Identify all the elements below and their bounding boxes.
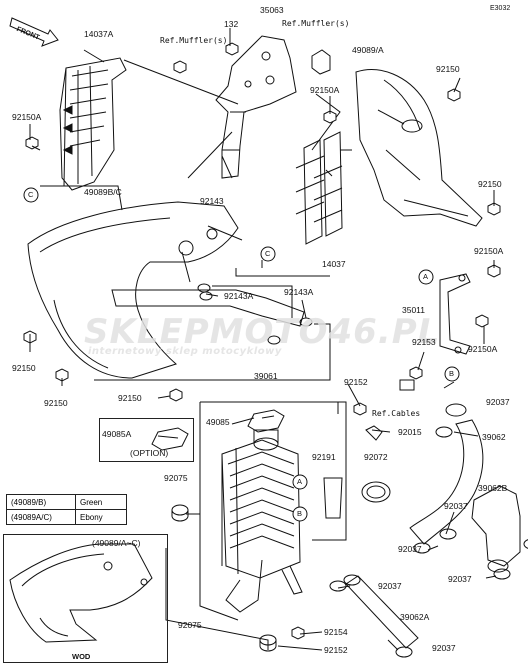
callout-a-right [418,269,434,285]
part-92152-2: 92152 [324,645,348,655]
brace-bar [111,289,305,327]
wod-shroud [9,543,153,643]
shroud-bracket-14037a [59,57,127,191]
ref-muffler-left: Ref.Muffler(s) [160,36,228,45]
part-92037-3: 92037 [398,544,422,554]
part-92150-r2: 92150 [478,179,502,189]
part-35011: 35011 [402,305,426,315]
part-92150a-r4: 92150A [468,344,498,354]
part-49089bc: 49089B/C [84,187,122,197]
callout-label-b-right: B [449,369,455,378]
part-92015: 92015 [398,427,422,437]
part-92152-1: 92152 [344,377,368,387]
part-92150a-left: 92150A [12,112,42,122]
ref-cables: Ref.Cables [372,409,421,418]
part-92143a-1: 92143A [224,291,254,301]
part-92150-r1: 92150 [436,64,460,74]
callout-c-mid [260,246,276,262]
part-92075-1: 92075 [164,473,188,483]
callout-c-left [23,187,39,203]
part-92143a-2: 92143A [284,287,314,297]
callout-b-mid [292,506,308,522]
color-legend: (49089/B) Green (49089A/C) Ebony [6,494,127,525]
part-92037-6: 92037 [432,643,456,653]
wod-note: (49089/A~C) [92,538,141,548]
legend-color: Green [75,494,127,510]
hose-39062a [343,574,419,649]
part-92037-4: 92037 [448,574,472,584]
part-132: 132 [224,19,239,29]
option-box: 49085A (OPTION) [99,418,194,462]
part-92075-2: 92075 [178,620,202,630]
part-92037-5: 92037 [378,581,402,591]
wod-label: WOD [72,652,91,661]
part-14037a: 14037A [84,29,114,39]
legend-part: (49089/B) [6,494,76,510]
shroud-grille-14037 [295,131,343,245]
part-39062a: 39062A [400,612,430,622]
diagram-code: E3032 [490,5,511,12]
muffler-stay [311,49,331,75]
part-92037-2: 92037 [444,501,468,511]
part-92072: 92072 [364,452,388,462]
part-92191: 92191 [312,452,336,462]
part-92153: 92153 [412,337,436,347]
watermark-tagline: internetowy sklep motocyklowy [88,346,282,357]
callout-label-c-mid: C [265,249,271,258]
part-14037: 14037 [322,259,346,269]
cushion-49085 [247,409,285,433]
callout-a-mid [292,474,308,490]
option-label: (OPTION) [130,448,169,458]
shroud-49089bc [27,201,239,379]
hose-92191 [323,477,343,519]
cushion-49085a [151,427,189,451]
hose-39062b [471,485,521,573]
radiator-39061 [221,429,303,613]
part-92150a-mid: 92150A [310,85,340,95]
callout-label-a-right: A [423,272,429,281]
part-49085a: 49085A [102,429,132,439]
callout-label-a-mid: A [297,477,303,486]
part-39062: 39062 [482,432,506,442]
part-92150-l1: 92150 [12,363,36,373]
radiator-bracket-35063 [215,35,297,179]
wod-box: (49089/A~C) [3,534,168,663]
watermark-brand: SKLEPMOTO46.PL [84,312,441,352]
part-92150-mid: 92150 [118,393,142,403]
part-35063: 35063 [260,5,284,15]
part-92037-1: 92037 [486,397,510,407]
legend-row: (49089A/C) Ebony [6,509,127,525]
legend-row: (49089/B) Green [6,494,127,510]
shroud-49089a [355,69,483,227]
part-92150a-r3: 92150A [474,246,504,256]
part-49085: 49085 [206,417,230,427]
strut-35011 [439,273,471,355]
callout-b-right [444,366,460,382]
front-arrow-icon [9,17,59,47]
hose-39062 [409,403,484,545]
callout-label-b-mid: B [297,509,303,518]
part-92154: 92154 [324,627,348,637]
part-92143: 92143 [200,196,224,206]
legend-color: Ebony [75,509,127,525]
legend-part: (49089A/C) [6,509,76,525]
part-49089a: 49089/A [352,45,384,55]
ref-muffler-right: Ref.Muffler(s) [282,19,350,28]
part-39062b: 39062B [478,483,508,493]
part-39061: 39061 [254,371,278,381]
callout-label-c-left: C [28,190,34,199]
part-92150-l2: 92150 [44,398,68,408]
